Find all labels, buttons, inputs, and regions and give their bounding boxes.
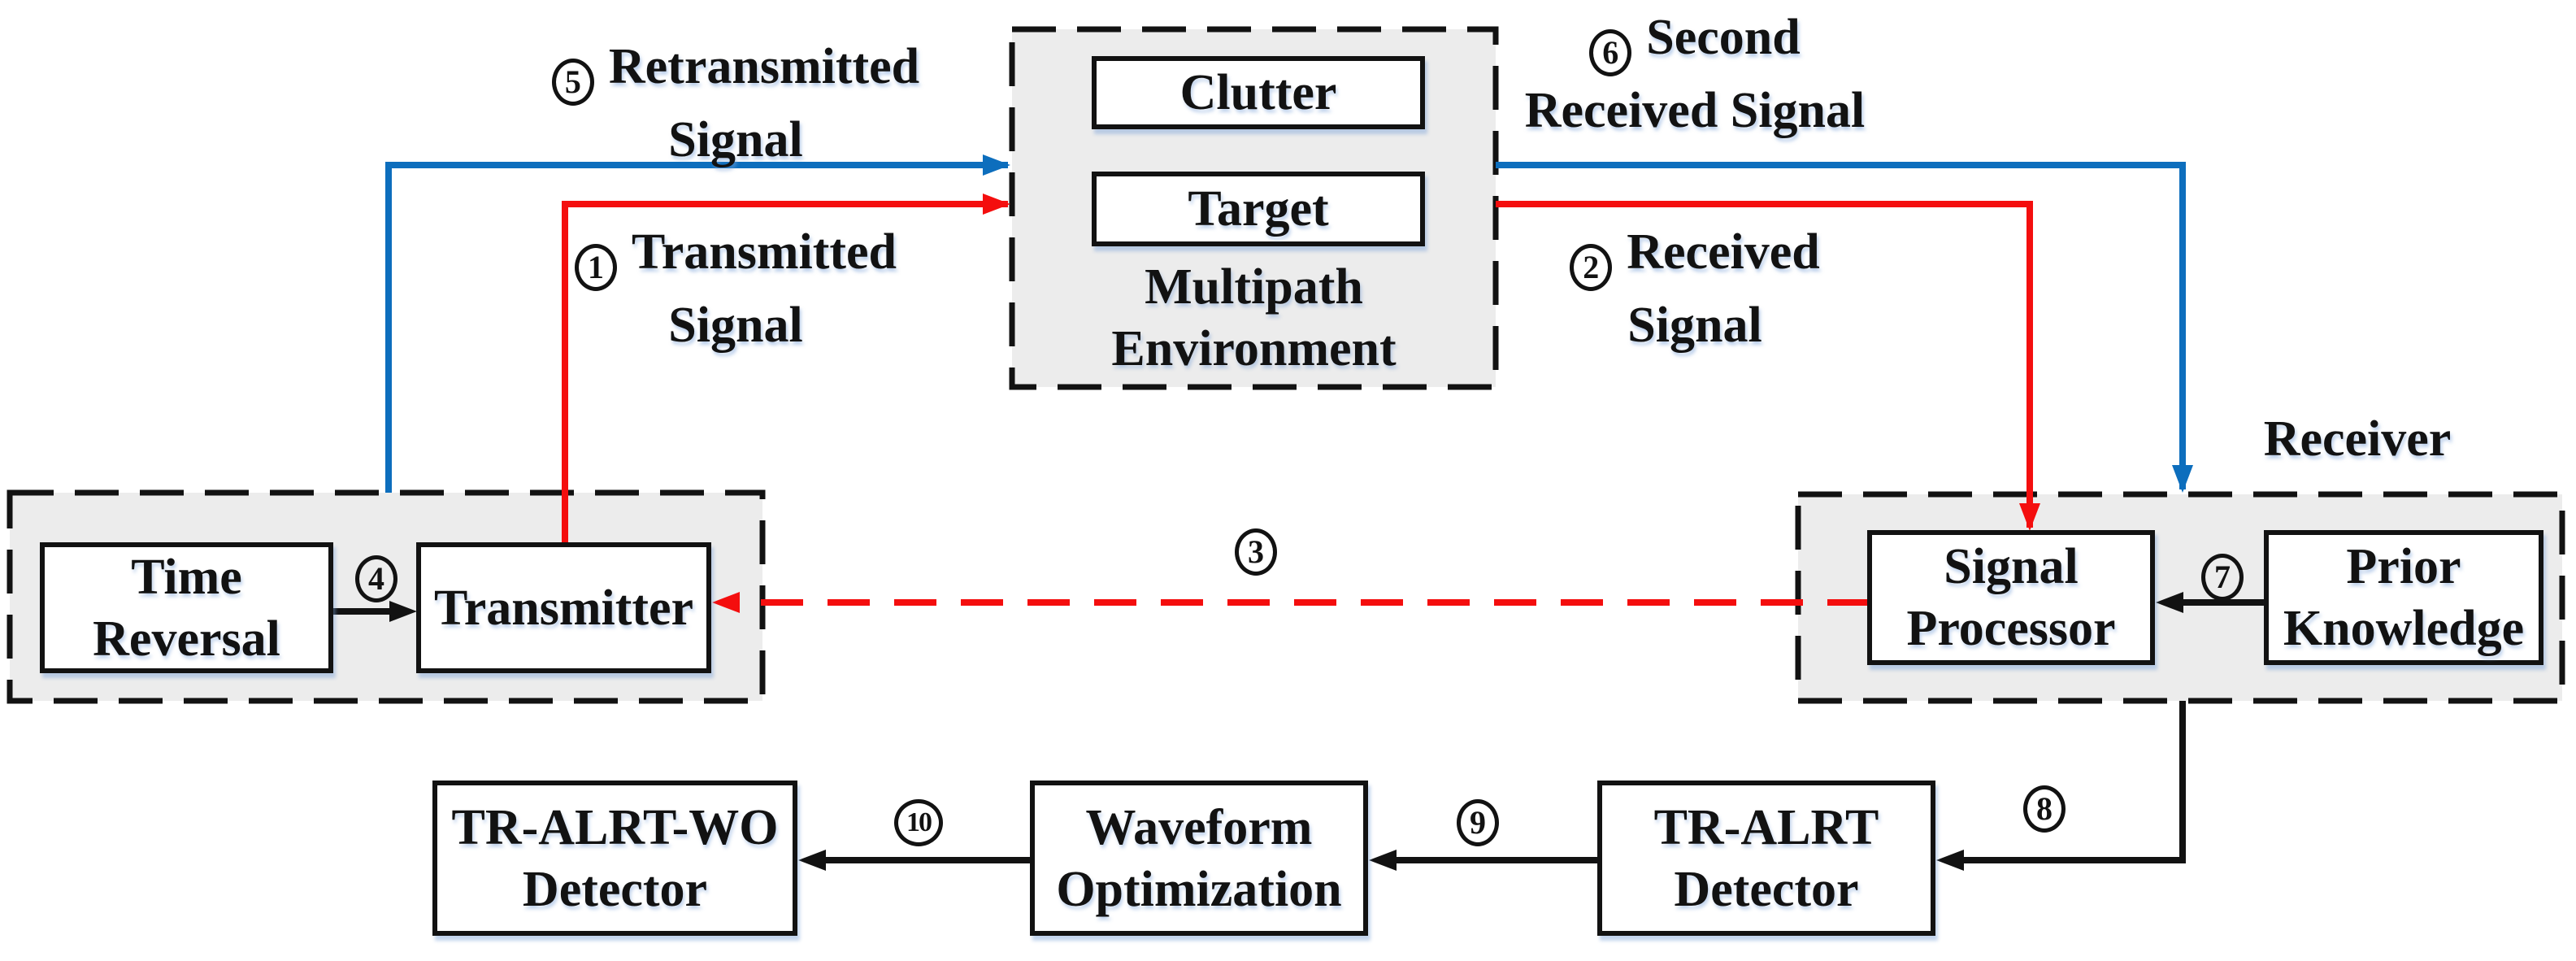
label-received-line1: Received [1627, 224, 1820, 280]
label-retransmitted-line2: Signal [668, 112, 803, 167]
prior-knowledge-box-label: Prior Knowledge [2266, 533, 2541, 663]
tr-alrt-line1: TR-ALRT [1653, 799, 1879, 855]
circled-number-4-icon: 4 [355, 555, 397, 602]
transmitter-box-label: Transmitter [419, 545, 709, 671]
second-received-signal-line [1496, 162, 2186, 489]
signal-processor-box-label: Signal Processor [1870, 533, 2152, 663]
circled-number-6-icon: 6 [1589, 29, 1632, 76]
time-reversal-line1: Time [131, 549, 242, 605]
transmitter-box [416, 542, 711, 673]
tr-alrt-wo-detector-box-label: TR-ALRT-WO Detector [435, 783, 795, 933]
multipath-line2: Environment [1111, 321, 1397, 376]
label-received-signal: 2 Received Signal [1451, 218, 1939, 359]
clutter-box-label: Clutter [1094, 59, 1423, 127]
multipath-line1: Multipath [1145, 259, 1363, 315]
time-reversal-box [40, 542, 333, 673]
retransmitted-signal-arrowhead [983, 154, 1010, 176]
waveform-line1: Waveform [1085, 799, 1313, 855]
tr-alrt-detector-box-label: TR-ALRT Detector [1600, 783, 1933, 933]
tr-alrt-wo-line1: TR-ALRT-WO [451, 799, 779, 855]
processor-to-tr-alrt-arrowhead [1936, 850, 1964, 871]
clutter-text: Clutter [1179, 65, 1337, 120]
signal-processor-line2: Processor [1906, 601, 2116, 656]
waveform-line2: Optimization [1056, 861, 1342, 917]
label-retransmitted-signal: 5 Retransmitted Signal [451, 33, 1020, 174]
time-reversal-to-transmitter-arrowhead [389, 601, 417, 622]
second-received-signal-arrowhead [2172, 465, 2193, 493]
label-received-line2: Signal [1627, 298, 1762, 353]
waveform-to-wo-detector-arrowhead [798, 850, 826, 871]
circled-number-7-icon: 7 [2201, 554, 2244, 601]
received-signal-arrowhead [2019, 503, 2040, 531]
receiver-title: Receiver [2154, 411, 2561, 467]
circled-number-3-icon: 3 [1235, 528, 1277, 576]
circled-number-10-icon: 10 [894, 799, 943, 846]
label-second-received-line2: Received Signal [1524, 83, 1866, 138]
prior-knowledge-to-processor-arrowhead [2156, 592, 2183, 613]
circled-number-8-icon: 8 [2023, 785, 2066, 833]
label-transmitted-line2: Signal [668, 298, 803, 353]
retransmitted-signal-line [385, 162, 1008, 493]
tr-alrt-detector-box [1597, 781, 1935, 936]
label-transmitted-line1: Transmitted [631, 224, 897, 280]
transmitted-signal-arrowhead [983, 194, 1010, 215]
signal-processor-line1: Signal [1944, 539, 2079, 594]
signal-processor-box [1867, 530, 2155, 665]
label-transmitted-signal: 1 Transmitted Signal [492, 218, 980, 359]
label-second-received-signal: 6 Second Received Signal [1451, 3, 1939, 145]
processor-to-tr-alrt-line [1948, 701, 2186, 863]
circled-number-5-icon: 5 [551, 59, 594, 106]
tr-alrt-to-waveform-arrowhead [1369, 850, 1397, 871]
prior-knowledge-line1: Prior [2346, 539, 2461, 594]
target-text: Target [1188, 181, 1329, 237]
received-signal-line [1496, 201, 2033, 528]
multipath-environment-label: Multipath Environment [1012, 254, 1496, 382]
transmitted-signal-line [562, 201, 1008, 545]
time-reversal-line2: Reversal [93, 611, 280, 667]
time-reversal-box-label: Time Reversal [42, 545, 331, 671]
prior-knowledge-line2: Knowledge [2283, 601, 2525, 656]
tr-alrt-line2: Detector [1674, 861, 1859, 917]
waveform-optimization-box [1030, 781, 1368, 936]
prior-knowledge-box [2264, 530, 2543, 665]
circled-number-9-icon: 9 [1457, 799, 1499, 846]
target-box-label: Target [1094, 174, 1423, 244]
transmitter-text: Transmitter [433, 580, 694, 636]
clutter-box [1092, 56, 1425, 129]
label-retransmitted-line1: Retransmitted [608, 39, 920, 94]
receiver-title-text: Receiver [2263, 411, 2452, 467]
circled-number-2-icon: 2 [1570, 244, 1613, 291]
label-second-received-line1: Second [1646, 10, 1801, 65]
circled-number-1-icon: 1 [574, 244, 617, 291]
target-box [1092, 172, 1425, 246]
feedback-arrowhead [712, 592, 740, 613]
waveform-optimization-box-label: Waveform Optimization [1032, 783, 1366, 933]
tr-alrt-wo-detector-box [432, 781, 797, 936]
tr-alrt-wo-line2: Detector [522, 861, 708, 917]
